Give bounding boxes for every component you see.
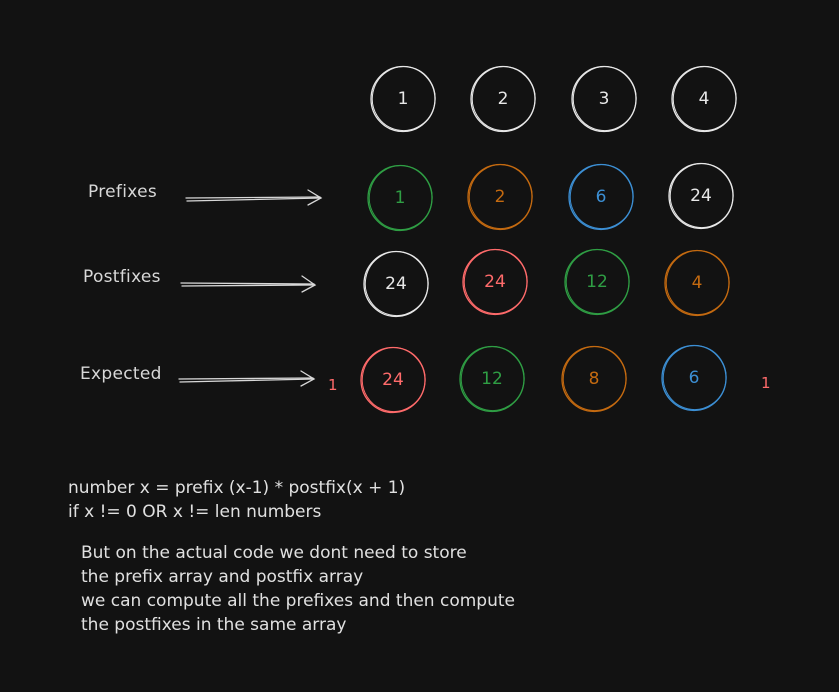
postfix-circle (564, 248, 630, 316)
input-node: 3 (571, 65, 637, 133)
expected-node: 8 (561, 345, 627, 413)
postfix-value: 24 (385, 274, 407, 294)
expected-value: 12 (481, 369, 503, 389)
input-value: 2 (497, 89, 509, 109)
prefix-value: 1 (394, 188, 406, 208)
expected-circle (561, 345, 627, 413)
expected-label: Expected (80, 364, 162, 384)
postfix-circle (664, 249, 730, 317)
prefixes-label: Prefixes (88, 182, 157, 202)
postfixes-label: Postfixes (83, 267, 161, 287)
prefix-node: 24 (668, 162, 734, 230)
input-node: 4 (671, 65, 737, 133)
prefix-value: 24 (690, 186, 712, 206)
input-node: 1 (370, 65, 436, 133)
note-line-2: the prefix array and postfix array (81, 567, 364, 587)
postfix-value: 12 (586, 272, 608, 292)
prefix-value: 2 (494, 187, 506, 207)
prefix-node: 6 (568, 163, 634, 231)
prefix-circle (568, 163, 634, 231)
postfix-node: 24 (363, 250, 429, 318)
left-boundary-value: 1 (328, 376, 338, 394)
input-circle (671, 65, 737, 133)
formula-line-2: if x != 0 OR x != len numbers (68, 502, 322, 522)
input-value: 1 (397, 89, 409, 109)
right-boundary-value: 1 (761, 374, 771, 392)
postfix-node: 4 (664, 249, 730, 317)
expected-value: 8 (588, 369, 600, 389)
expected-value: 24 (382, 370, 404, 390)
postfix-value: 24 (484, 272, 506, 292)
expected-node: 6 (661, 344, 727, 412)
postfix-value: 4 (691, 273, 703, 293)
input-circle (571, 65, 637, 133)
expected-node: 12 (459, 345, 525, 413)
postfixes-arrow (180, 275, 317, 293)
expected-arrow (178, 370, 316, 387)
postfix-node: 12 (564, 248, 630, 316)
input-circle (370, 65, 436, 133)
input-node: 2 (470, 65, 536, 133)
postfix-circle (363, 250, 429, 318)
formula-line-1: number x = prefix (x-1) * postfix(x + 1) (68, 478, 406, 498)
note-line-1: But on the actual code we dont need to s… (81, 543, 467, 563)
prefix-value: 6 (595, 187, 607, 207)
prefix-circle (467, 163, 533, 231)
note-line-4: the postfixes in the same array (81, 615, 347, 635)
prefix-circle (668, 162, 734, 230)
expected-circle (661, 344, 727, 412)
prefix-node: 1 (367, 164, 433, 232)
note-line-3: we can compute all the prefixes and then… (81, 591, 515, 611)
expected-circle (459, 345, 525, 413)
input-value: 3 (598, 89, 610, 109)
expected-value: 6 (688, 368, 700, 388)
prefix-node: 2 (467, 163, 533, 231)
expected-circle (360, 346, 426, 414)
prefixes-arrow (185, 189, 323, 206)
postfix-circle (462, 248, 528, 316)
prefix-circle (367, 164, 433, 232)
input-value: 4 (698, 89, 710, 109)
expected-node: 24 (360, 346, 426, 414)
input-circle (470, 65, 536, 133)
postfix-node: 24 (462, 248, 528, 316)
